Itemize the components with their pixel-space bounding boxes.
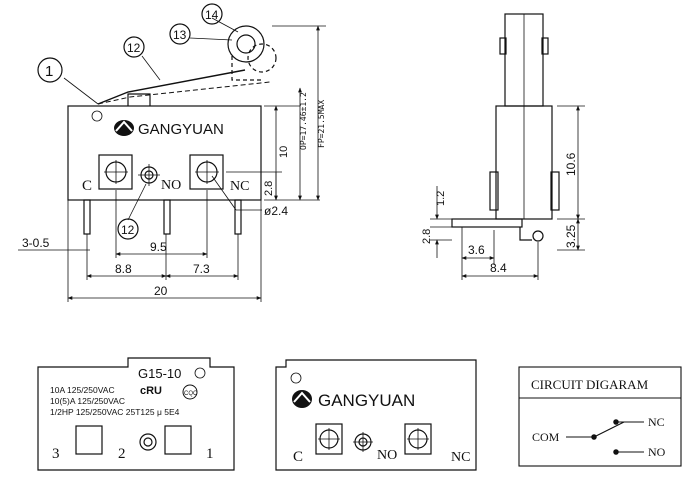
dim-8-8: 8.8 xyxy=(115,262,132,276)
callout-12: 12 xyxy=(127,41,141,55)
terminal-label-c: C xyxy=(82,178,92,194)
brand-plate-nc: NC xyxy=(451,450,470,465)
svg-text:CQC: CQC xyxy=(184,391,198,397)
dim-9-5: 9.5 xyxy=(150,240,167,254)
dim-fp: FP=21.5MAX xyxy=(317,100,326,148)
callout-12-lower: 12 xyxy=(121,223,135,237)
plate-model: G15-10 xyxy=(138,366,181,381)
front-view xyxy=(18,3,326,302)
plate-rating-2: 10(5)A 125/250VAC xyxy=(50,396,125,406)
dim-2-8-front: 2.8 xyxy=(263,181,275,196)
callout-1: 1 xyxy=(45,63,53,80)
side-view xyxy=(430,13,585,280)
roller xyxy=(227,25,265,63)
dim-1-2: 1.2 xyxy=(435,191,447,206)
plate-terminal-2: 2 xyxy=(118,446,126,462)
dim-hole: ø2.4 xyxy=(264,204,288,218)
dim-10: 10 xyxy=(278,146,290,158)
circuit-title: CIRCUIT DIGARAM xyxy=(531,377,649,392)
svg-text:cRU: cRU xyxy=(140,385,162,397)
dim-8-4: 8.4 xyxy=(490,261,507,275)
brand-plate xyxy=(275,359,477,471)
dim-3-6: 3.6 xyxy=(468,243,485,257)
dim-3-25: 3.25 xyxy=(564,224,578,248)
terminal-pad-nc xyxy=(189,154,224,190)
dim-2-8-side: 2.8 xyxy=(421,229,433,244)
circuit-nc: NC xyxy=(648,415,665,429)
circuit-com: COM xyxy=(532,430,560,444)
terminal-pad-c xyxy=(98,154,133,190)
dim-7-3: 7.3 xyxy=(193,262,210,276)
circuit-no: NO xyxy=(648,445,666,459)
plunger xyxy=(127,93,151,106)
dim-20: 20 xyxy=(154,284,168,298)
circuit-diagram xyxy=(518,366,682,467)
dim-3-05: 3-0.5 xyxy=(22,236,50,250)
brand-name: GANGYUAN xyxy=(138,121,224,138)
plate-rating-1: 10A 125/250VAC xyxy=(50,385,115,395)
cert-marks: cRU CQC xyxy=(140,384,198,400)
callout-14: 14 xyxy=(205,8,219,22)
brand-plate-name: GANGYUAN xyxy=(318,391,415,410)
dim-op: OP=17.46±1.2 xyxy=(299,92,308,150)
brand-plate-no: NO xyxy=(377,448,397,463)
terminal-label-nc: NC xyxy=(230,179,249,194)
dim-10-6: 10.6 xyxy=(564,152,578,176)
brand-plate-c: C xyxy=(293,449,303,465)
callout-13: 13 xyxy=(173,28,187,42)
lever-arm xyxy=(97,69,246,105)
brand-plate-logo xyxy=(292,390,312,408)
plate-rating-3: 1/2HP 125/250VAC 25T125 μ 5E4 xyxy=(50,407,180,417)
terminal-label-no: NO xyxy=(161,178,181,193)
label-plate xyxy=(37,357,235,471)
brand-logo xyxy=(114,120,134,136)
plate-terminal-1: 1 xyxy=(206,446,214,462)
plate-terminal-3: 3 xyxy=(52,446,60,462)
